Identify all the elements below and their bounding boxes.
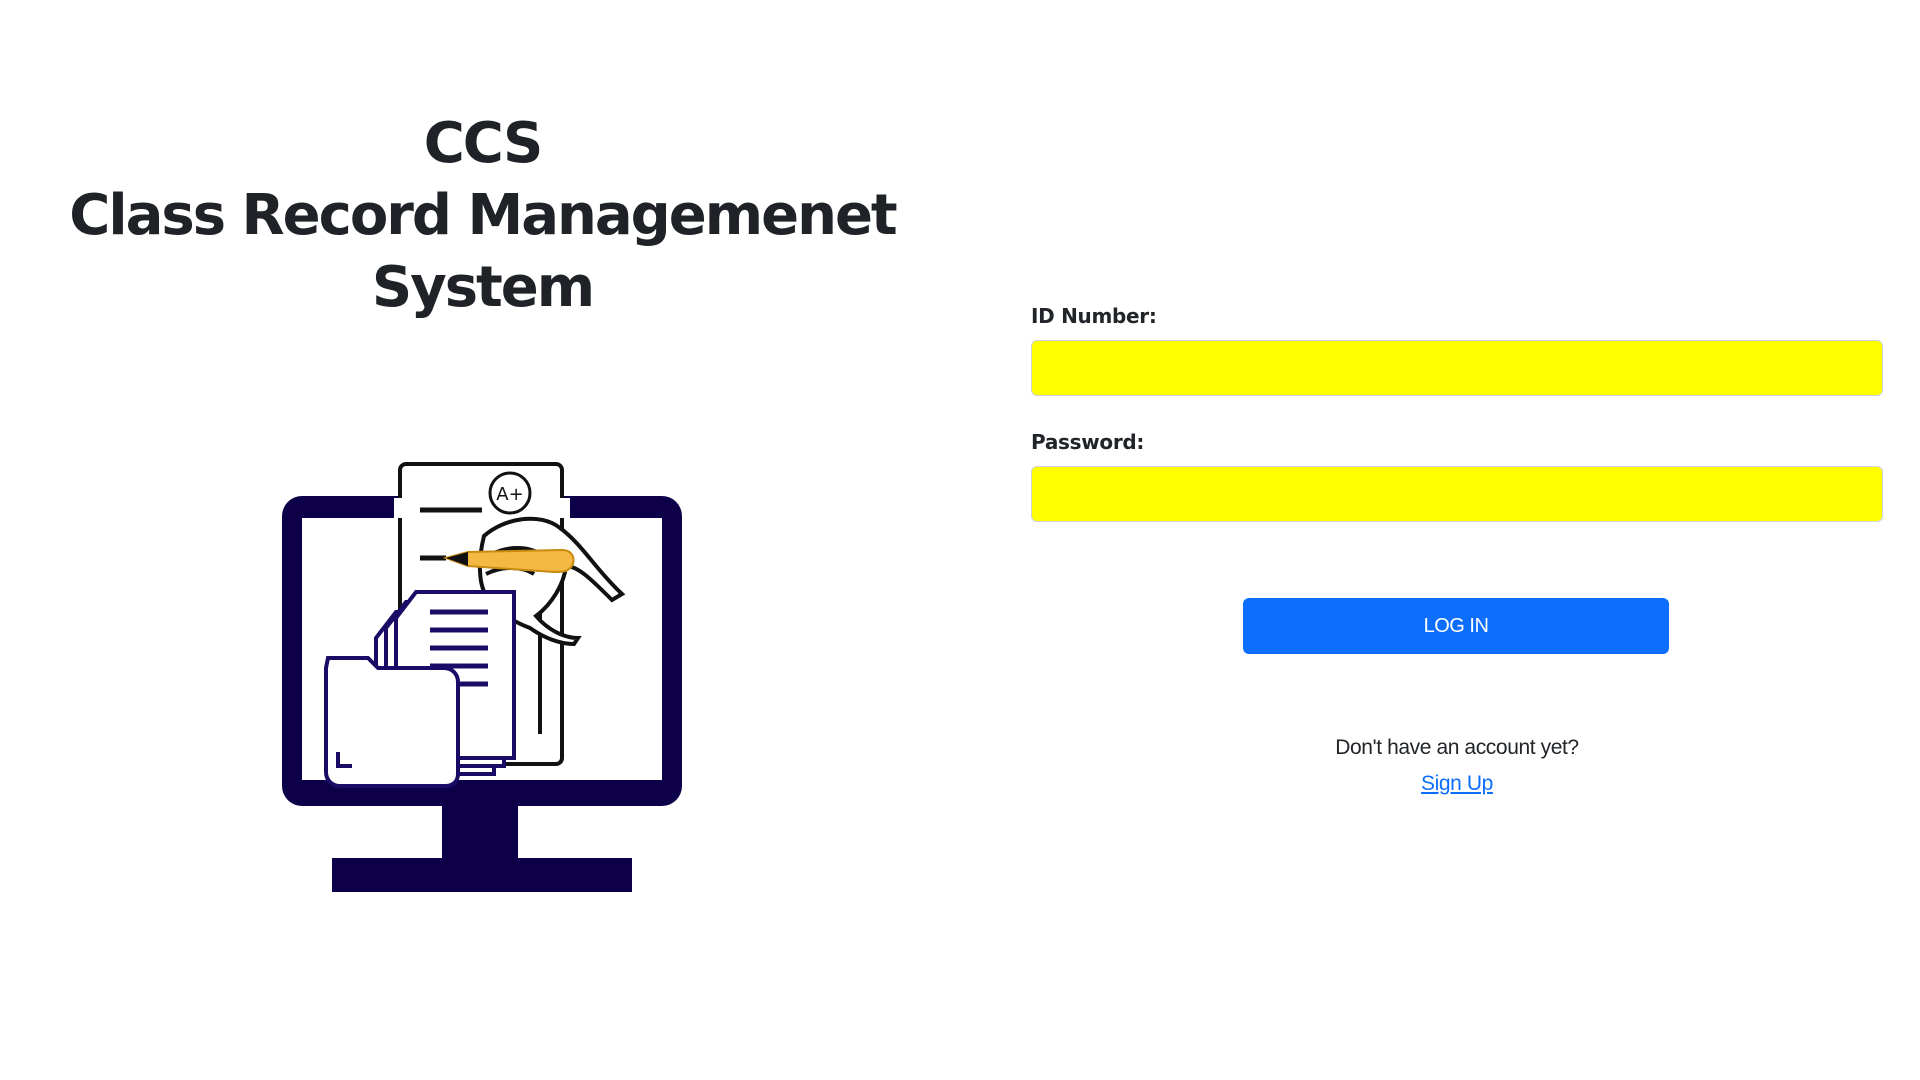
id-number-label: ID Number: — [1031, 304, 1157, 328]
app-title: CCS Class Record Managemenet System — [0, 108, 965, 324]
login-button[interactable]: LOG IN — [1243, 598, 1669, 654]
grade-mark-text: A+ — [496, 484, 523, 505]
app-title-line-3: System — [371, 255, 595, 320]
id-number-group: ID Number: — [1031, 304, 1883, 396]
app-title-line-1: CCS — [423, 111, 544, 176]
app-title-line-2: Class Record Managemenet — [69, 183, 897, 248]
id-number-input[interactable] — [1031, 340, 1883, 396]
password-input[interactable] — [1031, 466, 1883, 522]
signup-link[interactable]: Sign Up — [1421, 772, 1493, 795]
branding-panel: CCS Class Record Managemenet System — [0, 108, 965, 900]
password-label: Password: — [1031, 430, 1145, 454]
computer-grading-illustration-icon: A+ — [278, 462, 694, 900]
signup-section: Don't have an account yet? Sign Up — [1031, 730, 1883, 802]
signup-prompt: Don't have an account yet? — [1335, 736, 1579, 759]
password-group: Password: — [1031, 430, 1883, 522]
